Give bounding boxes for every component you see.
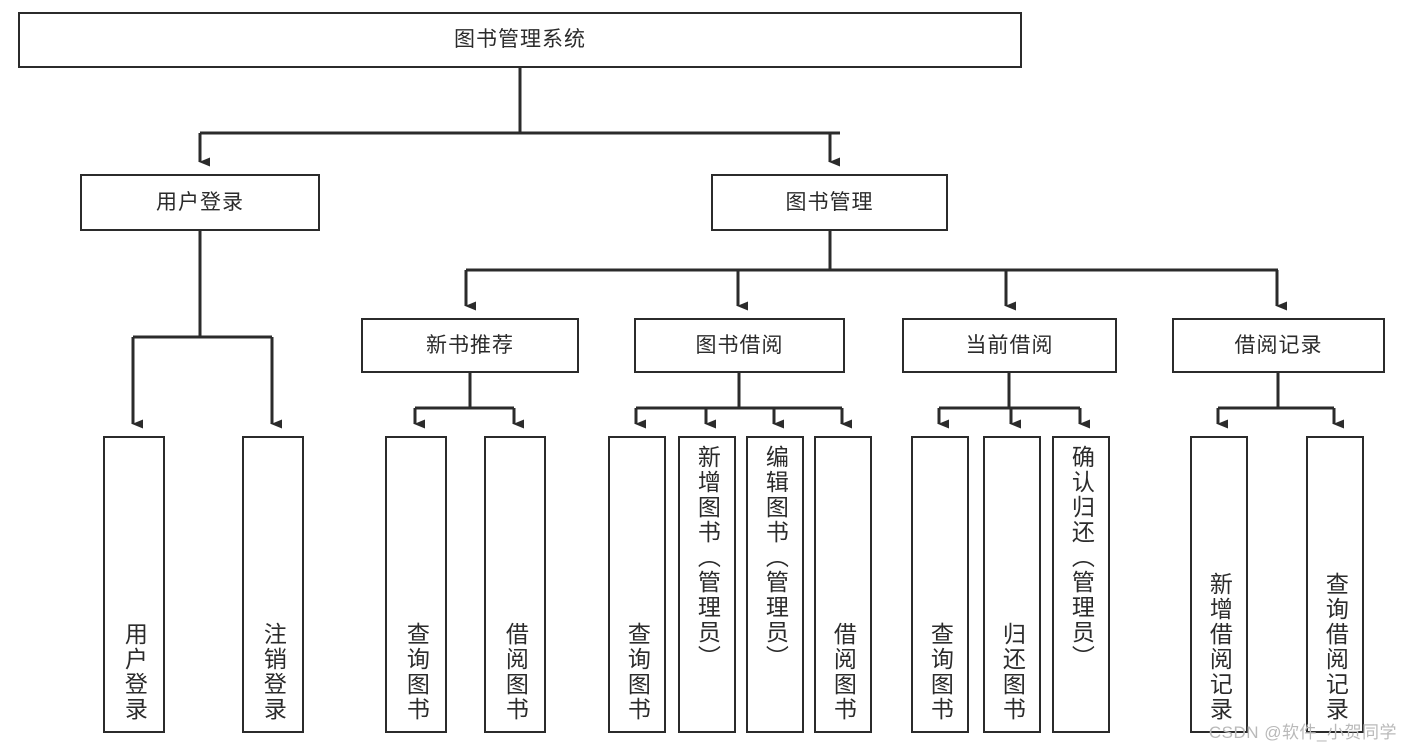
node-label: 查询图书 (927, 622, 954, 722)
node-leaf-borrow-book-1[interactable]: 借阅图书 (484, 436, 546, 733)
node-label: 图书管理 (785, 190, 874, 214)
node-label: 图书管理系统 (454, 28, 586, 52)
node-leaf-query-book-1[interactable]: 查询图书 (385, 436, 447, 733)
node-book-management[interactable]: 图书管理 (711, 174, 948, 231)
node-label: 注销登录 (260, 622, 287, 722)
node-label: 借阅图书 (830, 622, 857, 722)
current-borrow-to-leaves-edges (937, 373, 1090, 429)
new-book-rec-to-leaves-edges (413, 373, 524, 429)
node-user-login[interactable]: 用户登录 (80, 174, 320, 231)
node-label: 查询图书 (403, 622, 430, 722)
node-label: 编辑图书（管理员） (762, 445, 789, 670)
node-book-borrowing[interactable]: 图书借阅 (634, 318, 845, 373)
node-label: 借阅记录 (1234, 333, 1323, 357)
node-leaf-query-book-3[interactable]: 查询图书 (911, 436, 969, 733)
node-label: 新增图书（管理员） (694, 445, 721, 670)
book-borrow-to-leaves-edges (634, 373, 852, 429)
node-label: 用户登录 (156, 190, 244, 214)
node-label: 查询图书 (624, 622, 651, 722)
node-leaf-confirm-return-admin[interactable]: 确认归还（管理员） (1052, 436, 1110, 733)
borrow-record-to-leaves-edges (1216, 373, 1344, 429)
book-manage-to-level3-edges (464, 231, 1287, 311)
node-label: 用户登录 (121, 622, 148, 722)
node-label: 确认归还（管理员） (1068, 445, 1095, 670)
node-leaf-edit-book-admin[interactable]: 编辑图书（管理员） (746, 436, 804, 733)
node-current-borrowing[interactable]: 当前借阅 (902, 318, 1117, 373)
node-leaf-return-book[interactable]: 归还图书 (983, 436, 1041, 733)
node-label: 借阅图书 (502, 622, 529, 722)
node-label: 归还图书 (999, 622, 1026, 722)
node-label: 查询借阅记录 (1322, 572, 1349, 722)
node-borrow-record[interactable]: 借阅记录 (1172, 318, 1385, 373)
node-root-system[interactable]: 图书管理系统 (18, 12, 1022, 68)
node-leaf-add-borrow-record[interactable]: 新增借阅记录 (1190, 436, 1248, 733)
node-leaf-add-book-admin[interactable]: 新增图书（管理员） (678, 436, 736, 733)
node-leaf-query-book-2[interactable]: 查询图书 (608, 436, 666, 733)
node-new-book-recommendation[interactable]: 新书推荐 (361, 318, 579, 373)
node-label: 图书借阅 (695, 333, 784, 357)
csdn-watermark: CSDN @软件_小贺同学 (1208, 723, 1397, 742)
node-label: 新增借阅记录 (1206, 572, 1233, 722)
root-to-level2-edges (198, 68, 840, 167)
node-leaf-user-login[interactable]: 用户登录 (103, 436, 165, 733)
node-leaf-logout[interactable]: 注销登录 (242, 436, 304, 733)
node-label: 当前借阅 (965, 333, 1054, 357)
node-label: 新书推荐 (426, 333, 514, 357)
node-leaf-borrow-book-2[interactable]: 借阅图书 (814, 436, 872, 733)
user-login-to-leaves-edges (131, 231, 282, 429)
node-leaf-query-borrow-record[interactable]: 查询借阅记录 (1306, 436, 1364, 733)
